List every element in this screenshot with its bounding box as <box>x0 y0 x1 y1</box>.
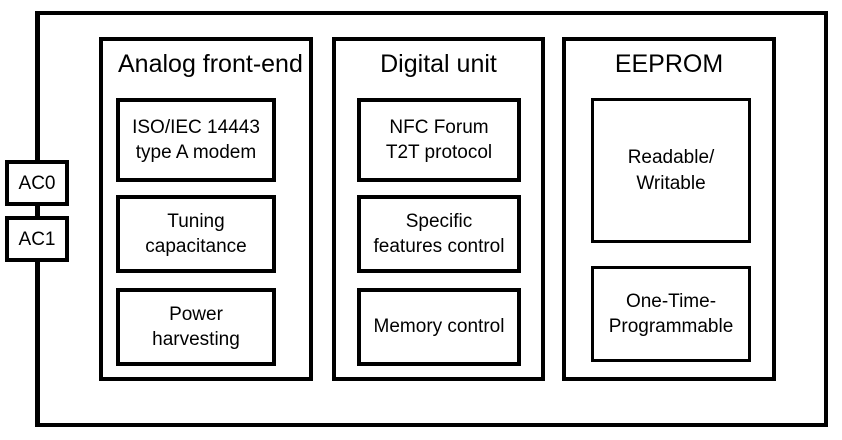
block-tuning-capacitance-line2: capacitance <box>145 236 247 257</box>
unit-eeprom-title: EEPROM <box>614 50 724 78</box>
block-iso-iec-14443-type-a-modem-line2: type A modem <box>135 142 257 163</box>
block-tuning-capacitance-line1: Tuning <box>167 210 225 232</box>
unit-analog-front-end: Analog front-end ISO/IEC 14443 type A mo… <box>99 37 313 381</box>
pin-ac0: AC0 <box>5 160 69 206</box>
block-nfc-forum-t2t-protocol-line2: T2T protocol <box>385 142 493 163</box>
block-readable-writable: Readable/ Writable <box>591 98 751 243</box>
unit-digital: Digital unit NFC Forum T2T protocol Spec… <box>332 37 545 381</box>
block-specific-features-control-line1: Specific <box>405 210 473 232</box>
pin-ac0-label: AC0 <box>18 172 56 194</box>
unit-digital-title: Digital unit <box>380 50 497 78</box>
block-memory-control: Memory control <box>357 288 521 366</box>
block-readable-writable-line2: Writable <box>636 172 706 194</box>
block-memory-control-line1: Memory control <box>373 316 505 338</box>
block-power-harvesting-line2: harvesting <box>152 329 240 350</box>
block-specific-features-control: Specific features control <box>357 195 521 273</box>
block-nfc-forum-t2t-protocol: NFC Forum T2T protocol <box>357 98 521 182</box>
block-iso-iec-14443-type-a-modem-line1: ISO/IEC 14443 <box>132 116 260 138</box>
block-tuning-capacitance: Tuning capacitance <box>116 195 276 273</box>
block-one-time-programmable-line1: One-Time- <box>625 290 717 312</box>
block-power-harvesting: Power harvesting <box>116 288 276 366</box>
block-nfc-forum-t2t-protocol-line1: NFC Forum <box>389 116 489 138</box>
unit-eeprom: EEPROM Readable/ Writable One-Time- Prog… <box>562 37 776 381</box>
block-one-time-programmable-line2: Programmable <box>608 316 734 337</box>
unit-analog-front-end-title: Analog front-end <box>118 50 303 78</box>
block-power-harvesting-line1: Power <box>169 303 223 325</box>
pin-ac1-label: AC1 <box>18 228 56 250</box>
pin-ac1: AC1 <box>5 216 69 262</box>
block-specific-features-control-line2: features control <box>373 236 505 257</box>
block-readable-writable-line1: Readable/ <box>627 147 715 169</box>
block-iso-iec-14443-type-a-modem: ISO/IEC 14443 type A modem <box>116 98 276 182</box>
block-one-time-programmable: One-Time- Programmable <box>591 266 751 362</box>
